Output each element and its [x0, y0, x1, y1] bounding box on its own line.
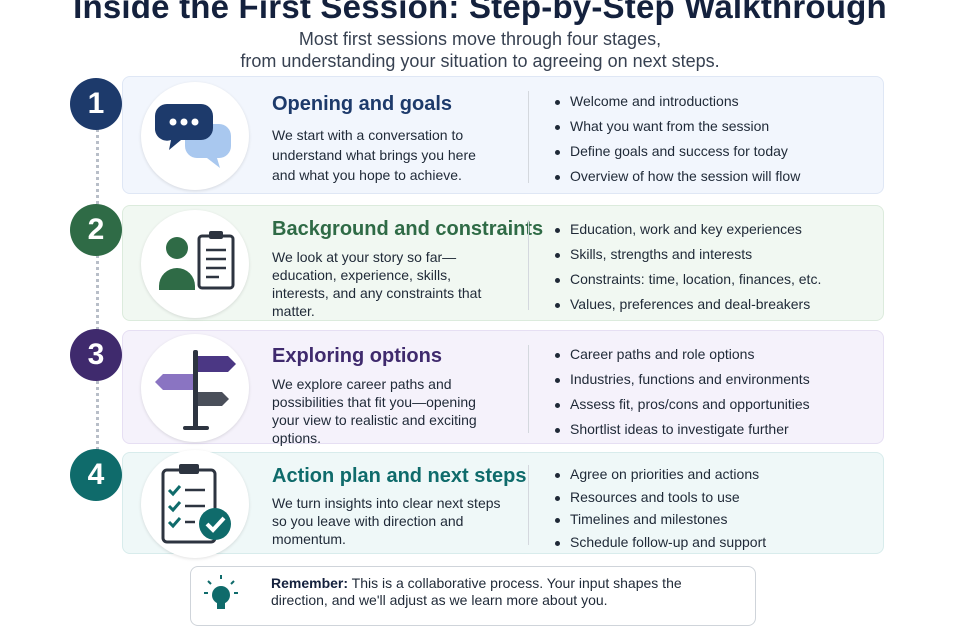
checklist-clipboard-icon: [141, 450, 249, 558]
page-subtitle: Most first sessions move through four st…: [0, 28, 960, 72]
remember-callout: Remember: This is a collaborative proces…: [190, 566, 756, 626]
page-title: Inside the First Session: Step-by-Step W…: [73, 0, 887, 25]
step-connector-line: [96, 128, 99, 458]
step-3-bullets: Career paths and role options Industries…: [553, 346, 810, 446]
list-item: Define goals and success for today: [553, 143, 800, 168]
speech-bubbles-icon: [141, 82, 249, 190]
step-1-divider: [528, 91, 529, 183]
list-item: Values, preferences and deal-breakers: [553, 296, 821, 321]
step-4-divider: [528, 465, 529, 545]
step-3-badge: 3: [70, 329, 122, 381]
step-1-badge: 1: [70, 78, 122, 130]
step-3-title: Exploring options: [272, 345, 442, 367]
list-item: Industries, functions and environments: [553, 371, 810, 396]
step-2-badge: 2: [70, 204, 122, 256]
list-item: Agree on priorities and actions: [553, 466, 766, 489]
list-item: Career paths and role options: [553, 346, 810, 371]
step-2-bullets: Education, work and key experiences Skil…: [553, 221, 821, 321]
list-item: Education, work and key experiences: [553, 221, 821, 246]
step-1-title: Opening and goals: [272, 93, 453, 115]
list-item: Constraints: time, location, finances, e…: [553, 271, 821, 296]
step-2-title: Background and constraints: [272, 218, 544, 240]
list-item: Schedule follow-up and support: [553, 534, 766, 557]
signpost-icon: [141, 334, 249, 442]
list-item: Shortlist ideas to investigate further: [553, 421, 810, 446]
step-4-card: Action plan and next steps We turn insig…: [122, 450, 884, 558]
list-item: Assess fit, pros/cons and opportunities: [553, 396, 810, 421]
list-item: Skills, strengths and interests: [553, 246, 821, 271]
step-4-badge: 4: [70, 449, 122, 501]
remember-label: Remember:: [271, 575, 349, 591]
step-4-title: Action plan and next steps: [272, 465, 527, 487]
list-item: Resources and tools to use: [553, 489, 766, 512]
step-1-card: Opening and goals We start with a conver…: [122, 76, 884, 194]
subtitle-line-2: from understanding your situation to agr…: [240, 51, 720, 71]
step-2-card: Background and constraints We look at yo…: [122, 205, 884, 321]
step-3-card: Exploring options We explore career path…: [122, 330, 884, 446]
list-item: Timelines and milestones: [553, 511, 766, 534]
list-item: Overview of how the session will flow: [553, 168, 800, 193]
list-item: Welcome and introductions: [553, 93, 800, 118]
list-item: What you want from the session: [553, 118, 800, 143]
step-3-divider: [528, 345, 529, 433]
person-clipboard-icon: [141, 210, 249, 318]
subtitle-line-1: Most first sessions move through four st…: [298, 29, 662, 49]
step-1-description: We start with a conversation to understa…: [272, 127, 476, 183]
step-4-description: We turn insights into clear next steps s…: [272, 495, 501, 547]
step-2-divider: [528, 220, 529, 310]
step-4-bullets: Agree on priorities and actions Resource…: [553, 466, 766, 556]
step-2-description: We look at your story so far—education, …: [272, 249, 482, 319]
step-1-bullets: Welcome and introductions What you want …: [553, 93, 800, 193]
lightbulb-icon: [204, 575, 238, 609]
remember-text: Remember: This is a collaborative proces…: [271, 575, 741, 609]
step-3-description: We explore career paths and possibilitie…: [272, 376, 477, 446]
